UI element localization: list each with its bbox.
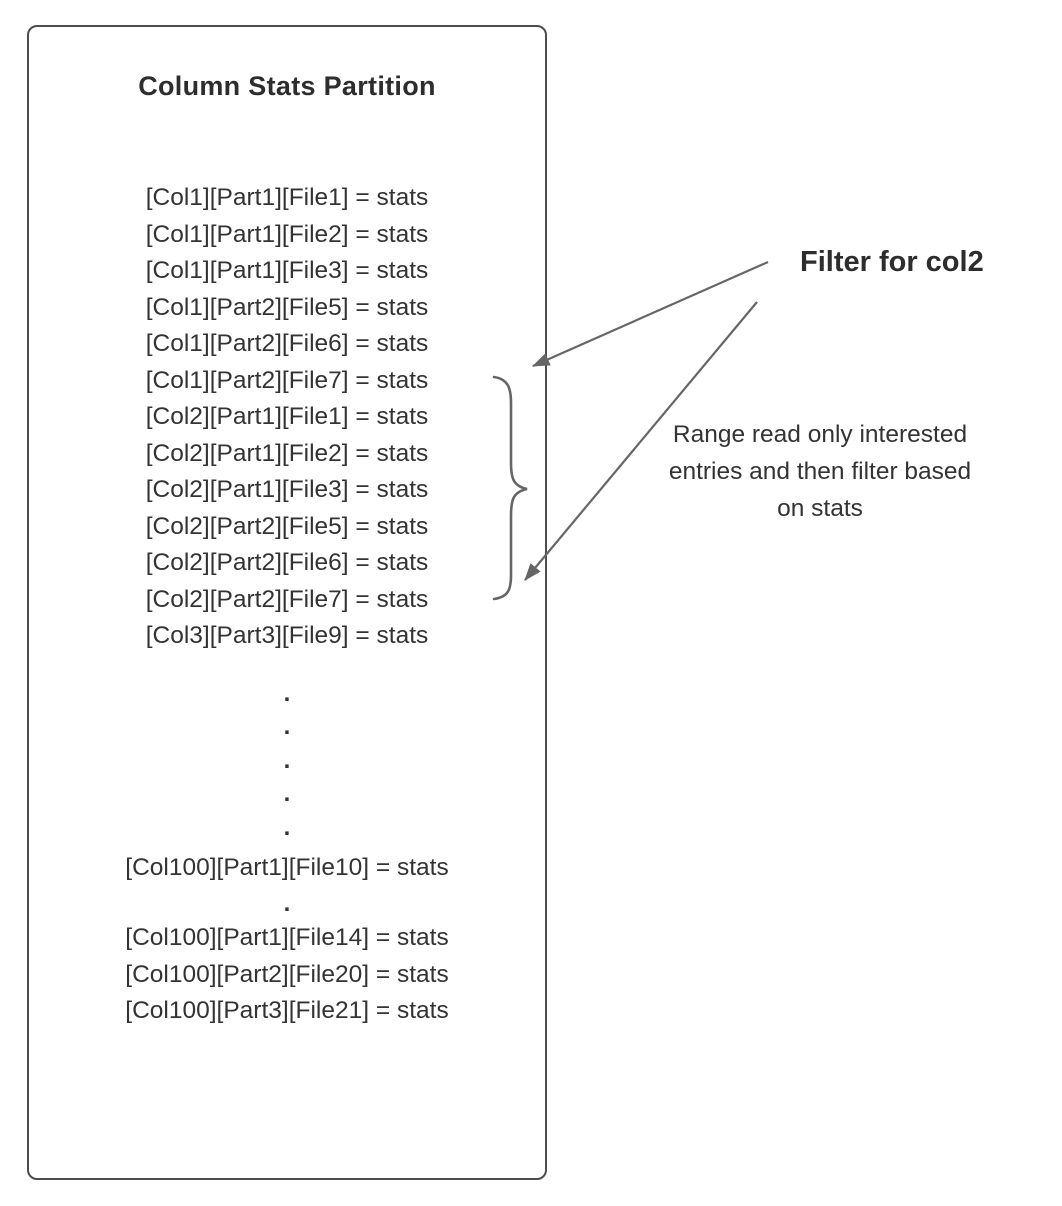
- stats-entry: [Col1][Part2][File6] = stats: [145, 330, 429, 357]
- stats-entry: [Col100][Part3][File21] = stats: [125, 997, 449, 1024]
- stats-entry: [Col1][Part2][File5] = stats: [145, 293, 429, 321]
- stats-entry: [Col100][Part1][File10] = stats: [125, 854, 449, 881]
- stats-entry: [Col100][Part2][File20] = stats: [125, 960, 449, 988]
- stats-entry: [Col1][Part1][File1] = stats: [145, 184, 429, 211]
- col100-entries: [Col100][Part1][File10] = stats . [Col10…: [29, 850, 545, 1030]
- range-read-note: Range read only interested entries and t…: [668, 421, 972, 522]
- ellipsis-dots: . . . . .: [29, 677, 545, 845]
- ellipsis-dot: .: [283, 746, 291, 774]
- stats-entry: [Col100][Part1][File14] = stats: [125, 924, 449, 951]
- filter-for-col2-label: Filter for col2: [800, 246, 984, 278]
- ellipsis-dot: .: [283, 889, 291, 917]
- ellipsis-dot: .: [283, 713, 291, 740]
- stats-entry: [Col3][Part3][File9] = stats: [145, 622, 429, 649]
- column-stats-partition-box: Column Stats Partition [Col1][Part1][Fil…: [27, 25, 547, 1180]
- box-title: Column Stats Partition: [138, 71, 436, 101]
- stats-entry: [Col1][Part1][File3] = stats: [145, 257, 429, 284]
- stats-entry: [Col2][Part1][File2] = stats: [145, 439, 429, 467]
- stats-entry: [Col2][Part1][File1] = stats: [145, 403, 429, 430]
- stats-entry: [Col2][Part2][File6] = stats: [145, 549, 429, 576]
- ellipsis-dot: .: [283, 780, 291, 807]
- filter-arrow-top-icon: [531, 260, 769, 368]
- stats-entry: [Col2][Part2][File5] = stats: [145, 512, 429, 540]
- stats-entry: [Col2][Part1][File3] = stats: [145, 476, 429, 503]
- ellipsis-dot: .: [283, 813, 291, 841]
- ellipsis-dot: .: [283, 679, 291, 707]
- stats-entry: [Col1][Part1][File2] = stats: [145, 220, 429, 248]
- stats-entry-list: [Col1][Part1][File1] = stats [Col1][Part…: [29, 180, 545, 655]
- stats-entry: [Col1][Part2][File7] = stats: [145, 366, 429, 394]
- stats-entry: [Col2][Part2][File7] = stats: [145, 585, 429, 613]
